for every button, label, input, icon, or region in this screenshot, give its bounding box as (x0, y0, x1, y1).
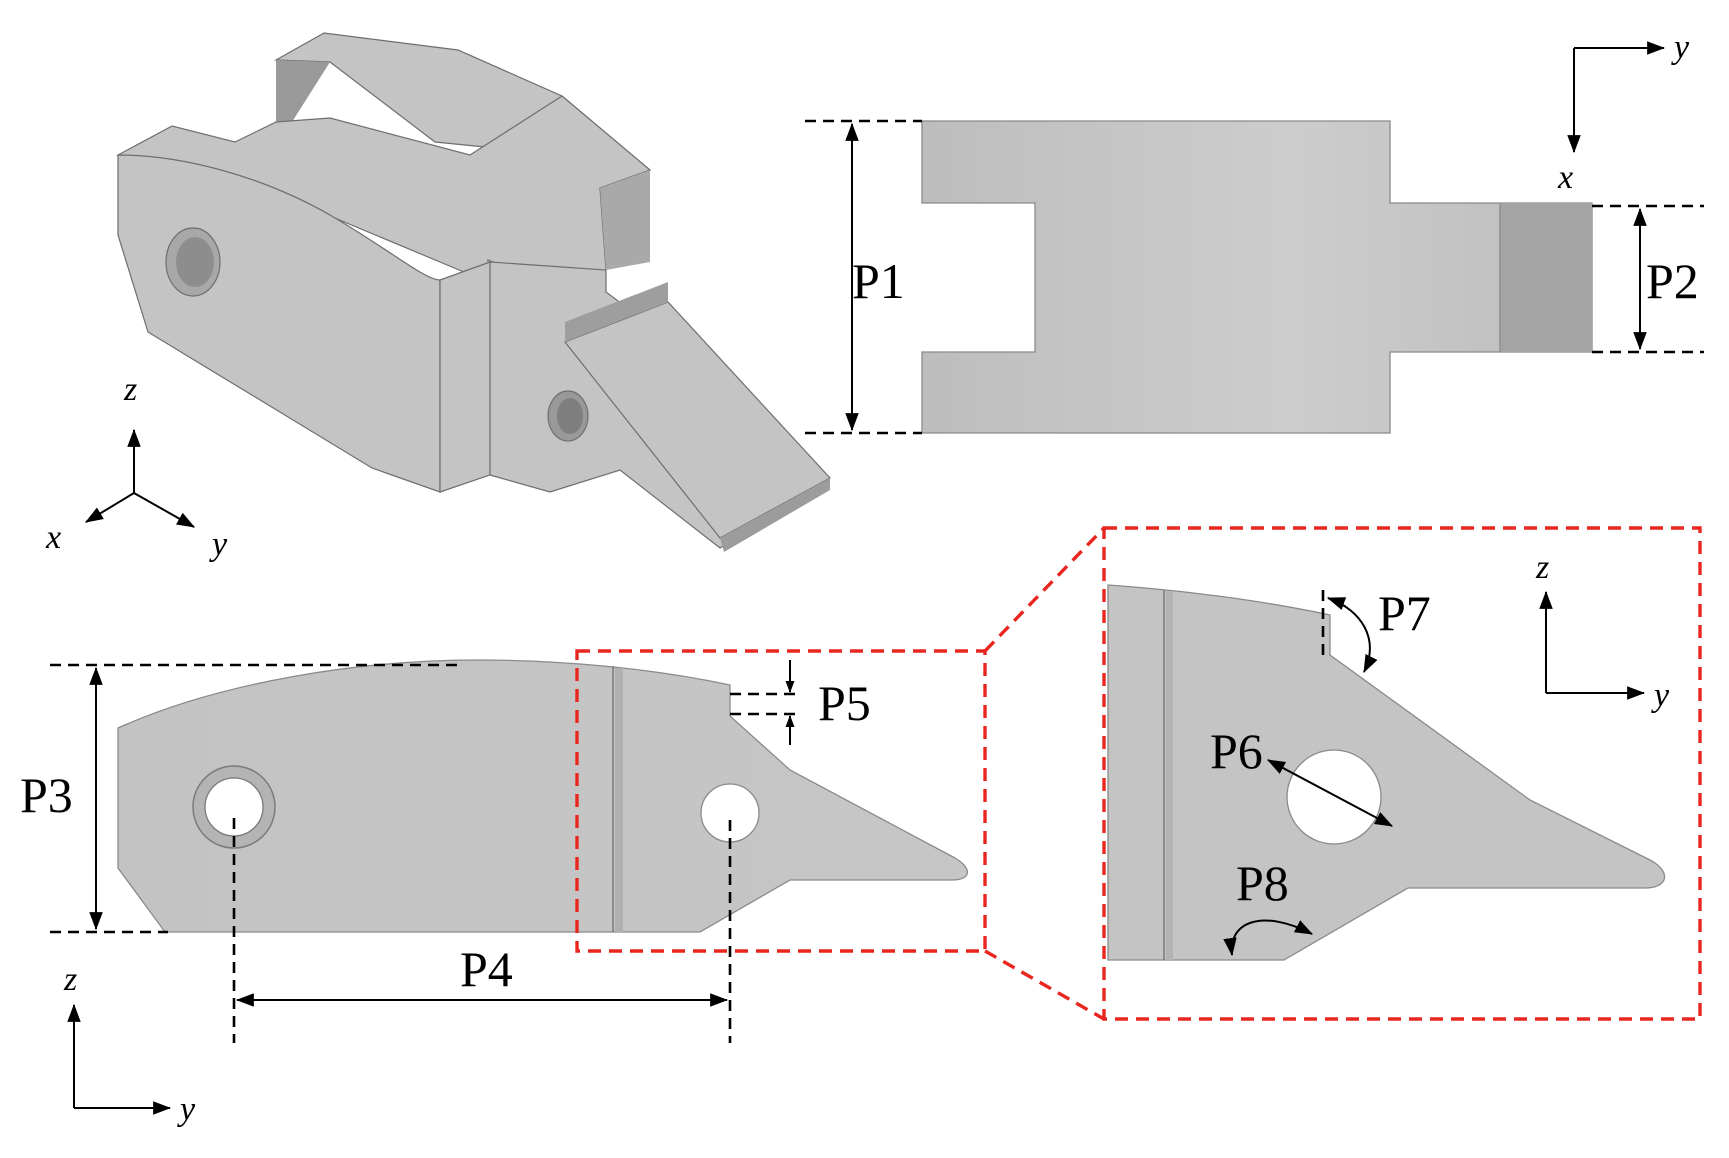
p4-dimension: P4 (232, 818, 732, 1043)
iso-slot-inner (276, 60, 330, 122)
detail-view-body (1107, 584, 1666, 961)
detail-axis-triad: z y (1535, 549, 1670, 714)
iso-x-label: x (45, 519, 61, 556)
detail-view: P6 P7 P8 z y (1107, 549, 1670, 961)
iso-y-label: y (209, 526, 228, 563)
p1-dimension: P1 (805, 119, 922, 435)
p7-label: P7 (1378, 585, 1431, 641)
side-view: P3 P4 P5 z y (20, 659, 969, 1128)
p5-dimension: P5 (730, 660, 871, 745)
top-view: P1 P2 y x (805, 29, 1704, 435)
iso-step-ledge (565, 282, 668, 342)
p4-label: P4 (460, 941, 513, 997)
side-left-hole (192, 765, 276, 849)
p6-dimension: P6 (1210, 723, 1393, 827)
top-axis-triad: y x (1557, 29, 1690, 196)
detail-hole (1286, 749, 1382, 845)
p7-dimension: P7 (1321, 585, 1431, 674)
p1-label: P1 (852, 253, 905, 309)
iso-nose-tip (720, 478, 830, 552)
isometric-view: z x y (45, 32, 831, 563)
top-x-label: x (1557, 159, 1573, 196)
iso-left-hole (165, 227, 221, 297)
iso-right-upright (600, 170, 650, 270)
p6-label: P6 (1210, 723, 1263, 779)
highlight-detail-box (1102, 526, 1702, 1021)
p2-label: P2 (1646, 253, 1699, 309)
p2-dimension: P2 (1592, 204, 1704, 354)
top-view-body (921, 120, 1593, 434)
p8-label: P8 (1236, 855, 1289, 911)
side-right-hole (700, 783, 760, 843)
side-z-label: z (63, 961, 77, 998)
highlight-source-box (575, 649, 987, 953)
iso-axis-triad: z x y (45, 371, 228, 563)
x-axis-arrow (85, 492, 135, 523)
side-axis-triad: z y (63, 961, 196, 1128)
iso-z-label: z (123, 371, 137, 408)
p3-dimension: P3 (20, 663, 460, 934)
iso-front-face (439, 261, 491, 493)
side-view-body (117, 659, 969, 933)
top-y-label: y (1671, 29, 1690, 66)
detail-z-label: z (1535, 549, 1549, 586)
p8-dimension: P8 (1223, 855, 1313, 957)
p3-label: P3 (20, 767, 73, 823)
y-axis-arrow (133, 492, 195, 528)
iso-right-hole (547, 390, 589, 442)
detail-y-label: y (1651, 677, 1670, 714)
p5-label: P5 (818, 675, 871, 731)
highlight-frames (575, 526, 1702, 1021)
side-y-label: y (177, 1091, 196, 1128)
top-view-tip-band (1500, 203, 1592, 352)
